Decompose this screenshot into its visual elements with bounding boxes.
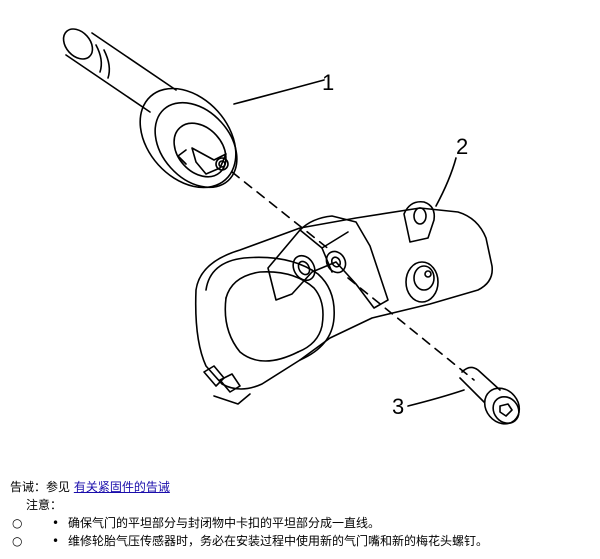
note-label: 注意： (26, 498, 63, 512)
callout-3: 3 (392, 394, 404, 419)
callout-2: 2 (456, 134, 468, 159)
outer-bullet-icon: ○ (12, 516, 23, 530)
list-item: ○ • 维修轮胎气压传感器时，务必在安装过程中使用新的气门嘴和新的梅花头螺钉。 (0, 532, 600, 550)
warning-prefix: 告诫：参见 (10, 480, 74, 494)
torx-screw-drawing (459, 366, 521, 425)
instruction-text: 告诫：参见 有关紧固件的告诫 注意： ○ • 确保气门的平坦部分与封闭物中卡扣的… (0, 478, 600, 550)
sensor-body-drawing (194, 200, 494, 405)
tire-pressure-sensor-diagram: 1 2 3 (62, 28, 521, 425)
inner-bullet-icon: • (52, 534, 60, 548)
fastener-caution-link[interactable]: 有关紧固件的告诫 (73, 480, 170, 494)
bullet-text: 确保气门的平坦部分与封闭物中卡扣的平坦部分成一直线。 (68, 516, 381, 530)
valve-stem-drawing (62, 28, 238, 189)
list-item: ○ • 确保气门的平坦部分与封闭物中卡扣的平坦部分成一直线。 (0, 514, 600, 532)
warning-line: 告诫：参见 有关紧固件的告诫 (0, 478, 600, 496)
bullet-text: 维修轮胎气压传感器时，务必在安装过程中使用新的气门嘴和新的梅花头螺钉。 (68, 534, 489, 548)
inner-bullet-icon: • (52, 516, 60, 530)
outer-bullet-icon: ○ (12, 534, 23, 548)
callout-1: 1 (322, 70, 334, 95)
